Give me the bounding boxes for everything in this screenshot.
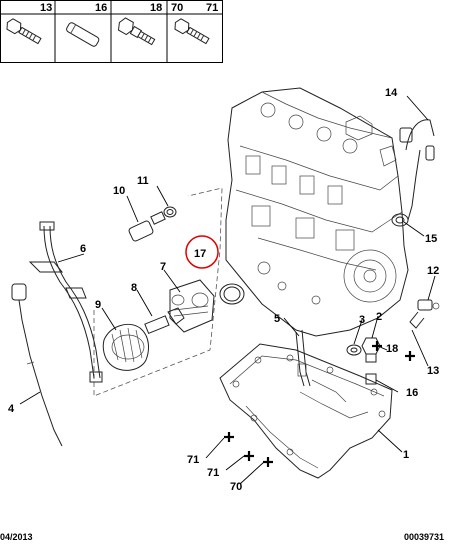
engine-block — [225, 87, 409, 337]
callout-13: 13 — [427, 365, 439, 377]
oil-level-probe — [399, 119, 435, 221]
callout-10: 10 — [113, 185, 125, 197]
oil-cooler — [169, 279, 215, 333]
callout-71-b: 71 — [207, 467, 219, 479]
highlight-circle — [185, 235, 219, 269]
drain-plug — [361, 337, 381, 363]
dowel-16-icon — [66, 22, 100, 47]
footer-date: 04/2013 — [0, 532, 33, 542]
dipstick — [11, 283, 63, 447]
callout-16: 16 — [406, 387, 418, 399]
drain-seal — [346, 344, 362, 356]
bolt-18-icon — [117, 17, 156, 46]
union-screw — [144, 307, 185, 335]
pressure-switch — [128, 211, 166, 242]
oil-level-sensor — [409, 299, 440, 329]
callout-11: 11 — [137, 175, 149, 187]
bolt-13-icon — [6, 18, 42, 45]
callout-5: 5 — [274, 313, 280, 325]
bolt-70-71-icon — [174, 18, 210, 45]
callout-labels: 14 15 12 13 11 10 6 7 17 8 9 4 5 3 2 18 … — [8, 87, 439, 493]
header-label-16: 16 — [95, 2, 107, 14]
dipstick-tube — [28, 221, 103, 383]
callout-15: 15 — [425, 233, 437, 245]
probe-seal — [391, 213, 409, 227]
oil-filter — [102, 324, 149, 371]
callout-17: 17 — [194, 248, 206, 260]
callout-71-a: 71 — [187, 454, 199, 466]
header-label-13: 13 — [40, 2, 52, 14]
callout-14: 14 — [385, 87, 398, 99]
oil-sump — [219, 343, 393, 479]
header-part-table: 13 16 18 70 71 — [0, 0, 223, 63]
footer-reference: 00039731 — [404, 532, 444, 542]
leader-lines — [19, 95, 436, 485]
callout-7: 7 — [160, 261, 166, 273]
switch-seal — [163, 206, 177, 218]
callout-1: 1 — [403, 449, 409, 461]
callout-8: 8 — [131, 282, 137, 294]
assembly-outline — [93, 187, 223, 397]
callout-3: 3 — [359, 314, 365, 326]
callout-18: 18 — [386, 343, 398, 355]
dowel-marker — [365, 373, 377, 385]
callout-70: 70 — [230, 481, 242, 493]
cooler-seal — [219, 283, 245, 305]
header-label-71: 71 — [206, 2, 218, 14]
header-label-70: 70 — [171, 2, 183, 14]
callout-2: 2 — [376, 311, 382, 323]
callout-6: 6 — [80, 243, 86, 255]
guide-tube — [295, 329, 311, 387]
callout-9: 9 — [95, 299, 101, 311]
header-label-18: 18 — [150, 2, 162, 14]
callout-12: 12 — [427, 265, 439, 277]
callout-4: 4 — [8, 403, 15, 415]
bolt-markers — [224, 341, 415, 467]
